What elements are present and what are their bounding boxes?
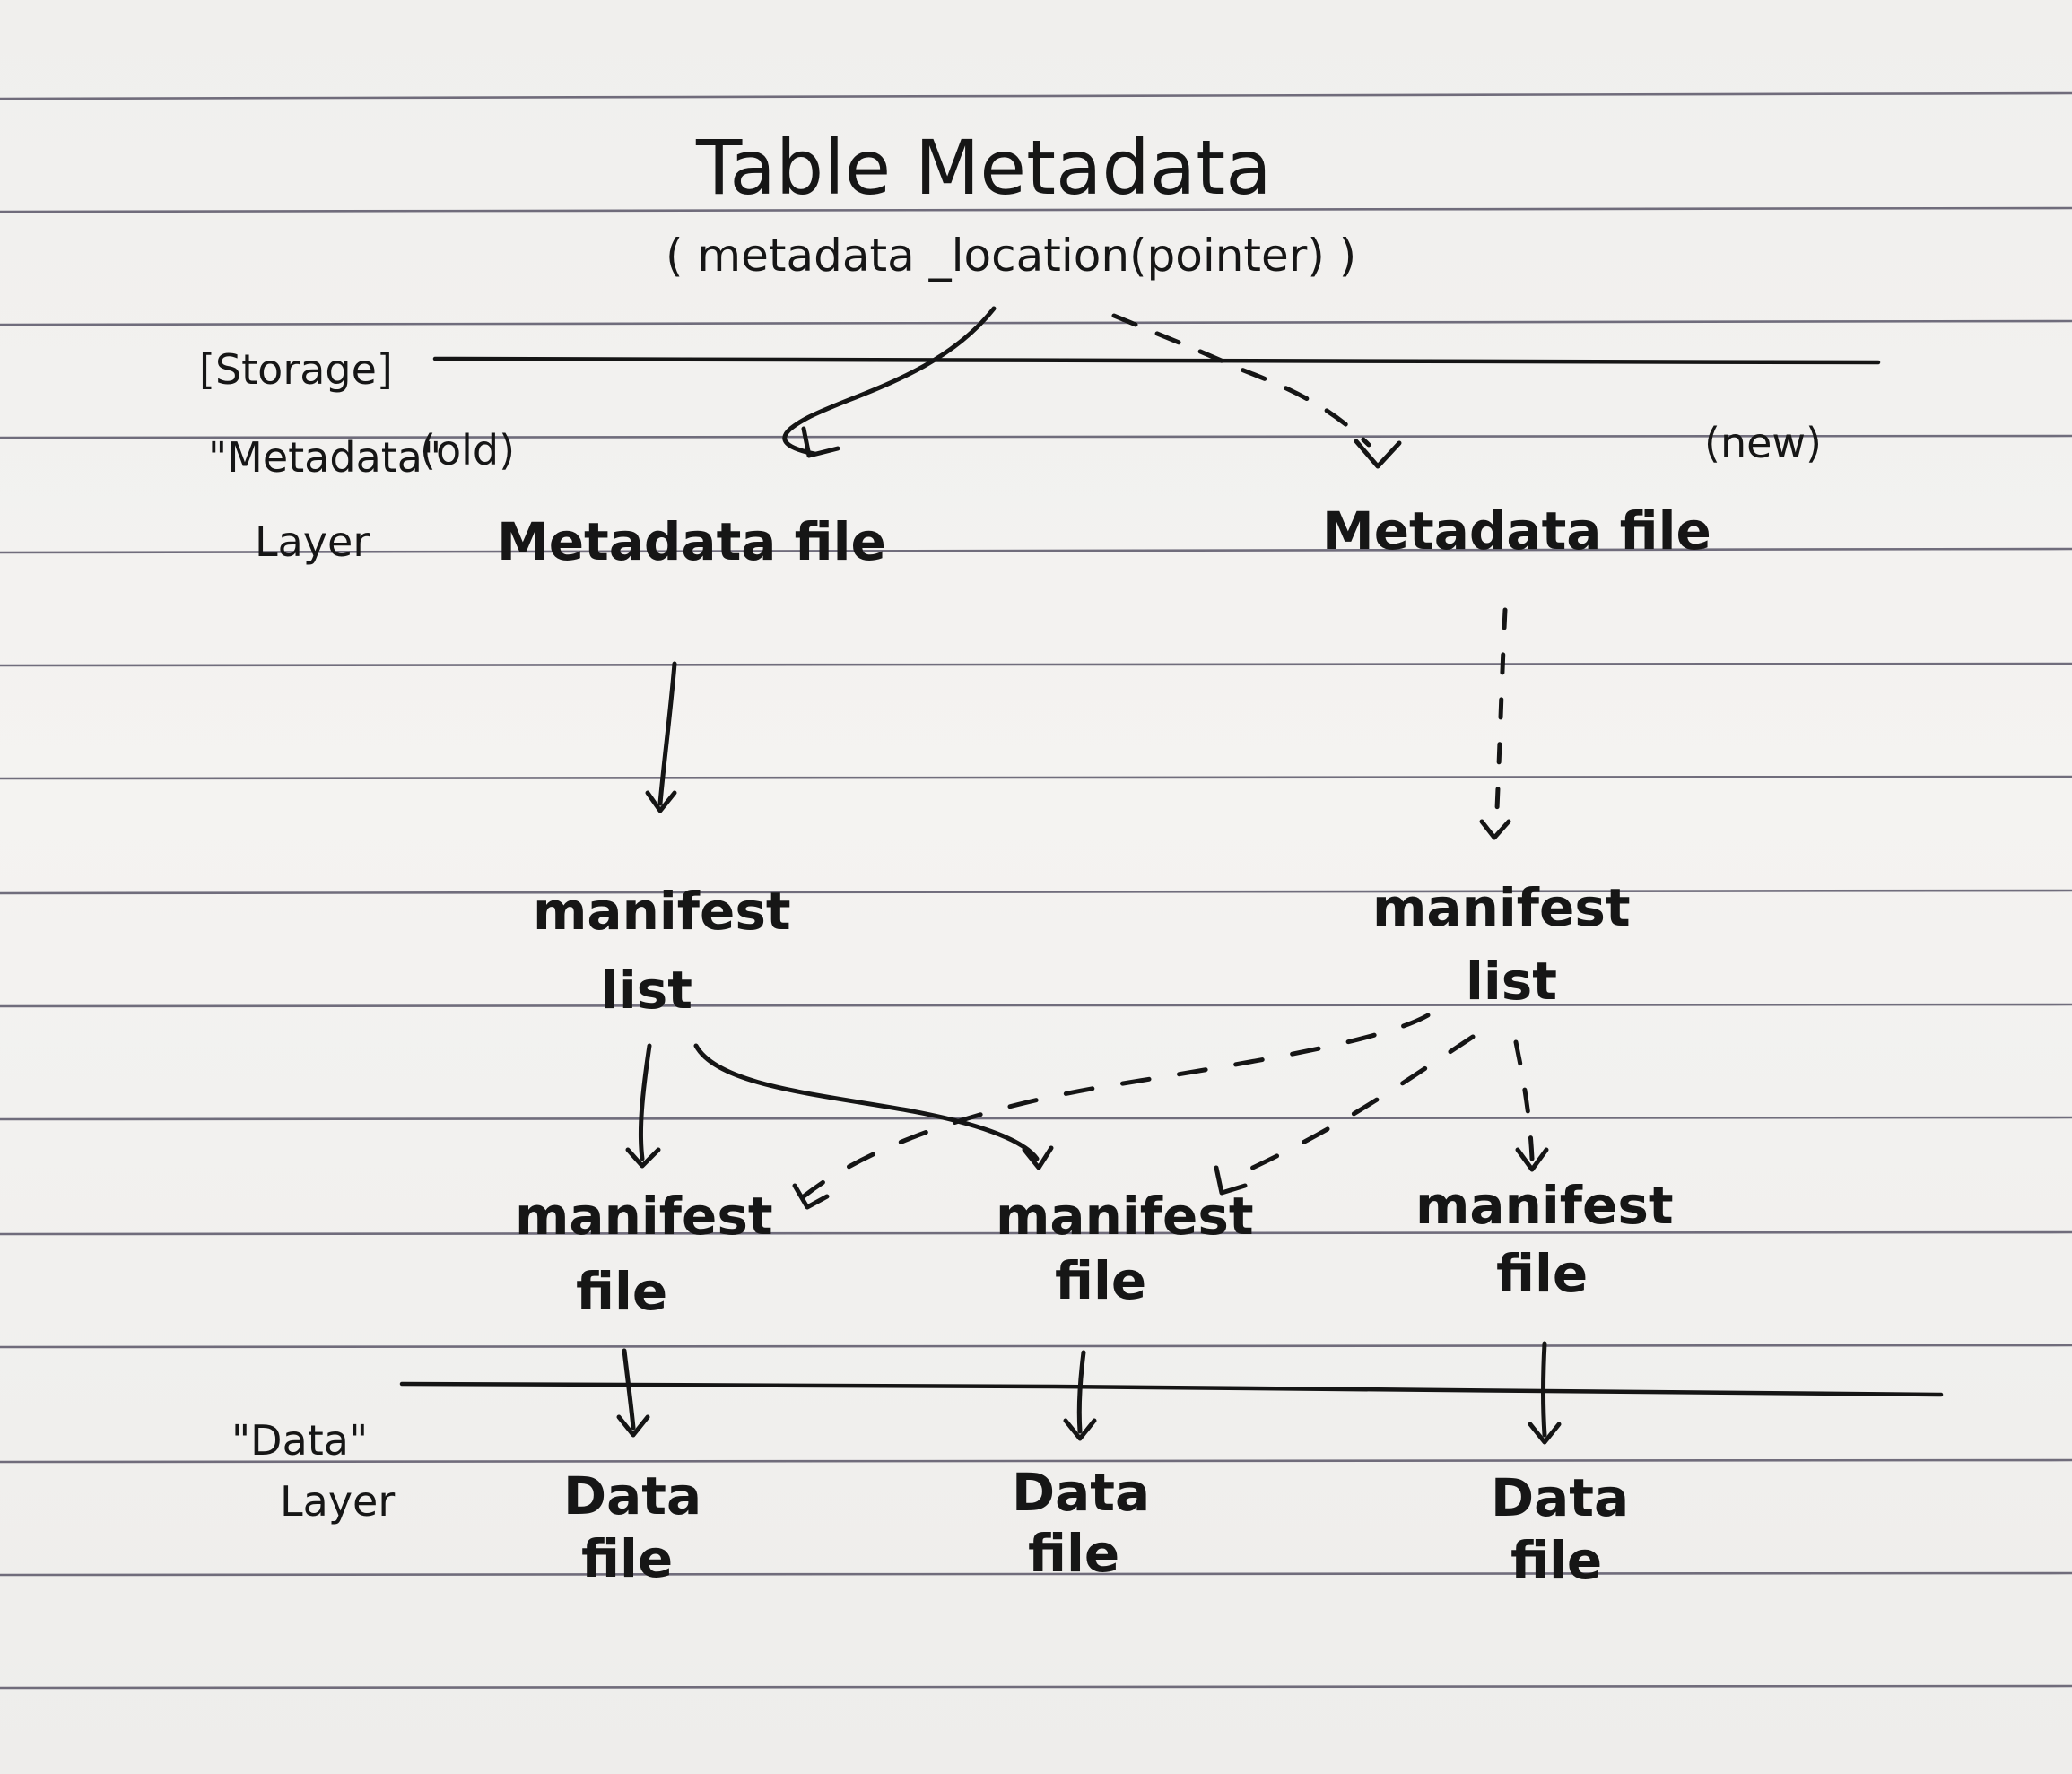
manifest-file-2-to-data-file-2-arrow: [1076, 1350, 1086, 1434]
rule-line: [0, 1458, 2072, 1464]
rule-line: [0, 1684, 2072, 1690]
new-metadata-to-manifest-list-arrow: [1493, 607, 1508, 831]
old-list-to-manifest-file-1-arrow: [638, 1043, 652, 1161]
storage-label: [Storage]: [199, 345, 393, 394]
rule-line: [0, 1116, 2072, 1121]
manifest-file-3-to-data-file-3-arrowhead: [1528, 1422, 1562, 1445]
data-file-2-line2: file: [1028, 1523, 1119, 1584]
metadata-file-old: Metadata file: [497, 511, 886, 572]
manifest-file-1-to-data-file-1-arrow: [622, 1348, 636, 1431]
new-list-to-manifest-file-2-arrow: [1223, 1034, 1476, 1183]
old-metadata-to-manifest-list-arrowhead: [645, 790, 677, 813]
rule-line: [0, 1571, 2072, 1577]
data-file-1-line1: Data: [563, 1465, 701, 1526]
new-list-to-manifest-file-1-arrowhead: [792, 1183, 830, 1210]
pointer-to-old-metadata-arrow: [782, 306, 997, 457]
manifest-file-1-line2: file: [576, 1261, 667, 1322]
new-list-to-manifest-file-2-arrowhead: [1214, 1165, 1248, 1196]
pointer-to-new-metadata-arrow: [1111, 313, 1371, 448]
page-title: Table Metadata: [695, 124, 1272, 212]
old-list-to-manifest-file-2-arrowhead: [1022, 1145, 1054, 1170]
new-list-to-manifest-file-3-arrow: [1513, 1039, 1535, 1161]
manifest-file-2-line1: manifest: [996, 1186, 1254, 1247]
rule-line: [0, 91, 2072, 100]
pointer-to-old-metadata-arrowhead: [801, 426, 840, 458]
manifest-file-3-to-data-file-3-arrow: [1541, 1341, 1547, 1438]
rule-line: [0, 434, 2072, 439]
old-list-to-manifest-file-1-arrowhead: [625, 1147, 661, 1169]
manifest-list-old-line1: manifest: [533, 881, 791, 942]
manifest-file-2-to-data-file-2-arrowhead: [1063, 1418, 1097, 1441]
storage-divider-line: [432, 356, 1881, 365]
pointer-subtitle: ( metadata _location(pointer) ): [666, 230, 1356, 282]
old-metadata-to-manifest-list-arrow: [657, 661, 677, 806]
metadata-layer-label-line1: "Metadata": [208, 433, 441, 482]
data-file-3-line1: Data: [1491, 1467, 1629, 1528]
new-tag: (new): [1704, 419, 1822, 467]
ruled-lines: [0, 91, 2072, 1690]
new-metadata-to-manifest-list-arrowhead: [1479, 819, 1511, 840]
data-layer-label-line1: "Data": [231, 1416, 368, 1465]
new-list-to-manifest-file-1-arrow: [801, 1013, 1431, 1199]
rule-line: [0, 889, 2072, 895]
metadata-file-new: Metadata file: [1322, 500, 1711, 561]
manifest-file-3-line1: manifest: [1415, 1175, 1674, 1236]
manifest-list-new-line1: manifest: [1372, 877, 1631, 938]
new-list-to-manifest-file-3-arrowhead: [1515, 1147, 1549, 1172]
old-list-to-manifest-file-2-arrow: [693, 1043, 1040, 1161]
rule-line: [0, 319, 2072, 326]
rule-line: [0, 775, 2072, 780]
pointer-to-new-metadata-arrowhead: [1354, 439, 1402, 469]
manifest-file-1-to-data-file-1-arrowhead: [616, 1414, 650, 1438]
rule-line: [0, 206, 2072, 213]
data-file-1-line2: file: [581, 1528, 673, 1589]
metadata-layer-label-line2: Layer: [255, 517, 370, 566]
rule-line: [0, 1230, 2072, 1236]
data-layer-label-line2: Layer: [280, 1477, 395, 1526]
manifest-file-3-line2: file: [1496, 1243, 1588, 1304]
manifest-list-old-line2: list: [601, 960, 692, 1021]
data-file-3-line2: file: [1510, 1530, 1602, 1591]
manifest-file-1-line1: manifest: [515, 1186, 773, 1247]
data-layer-divider-line: [399, 1381, 1944, 1397]
old-tag: (old): [420, 426, 515, 474]
data-file-2-line1: Data: [1012, 1462, 1150, 1523]
manifest-list-new-line2: list: [1466, 951, 1557, 1012]
rule-line: [0, 1344, 2072, 1349]
rule-line: [0, 1003, 2072, 1008]
rule-line: [0, 547, 2072, 554]
manifest-file-2-line2: file: [1055, 1250, 1146, 1311]
rule-line: [0, 662, 2072, 667]
